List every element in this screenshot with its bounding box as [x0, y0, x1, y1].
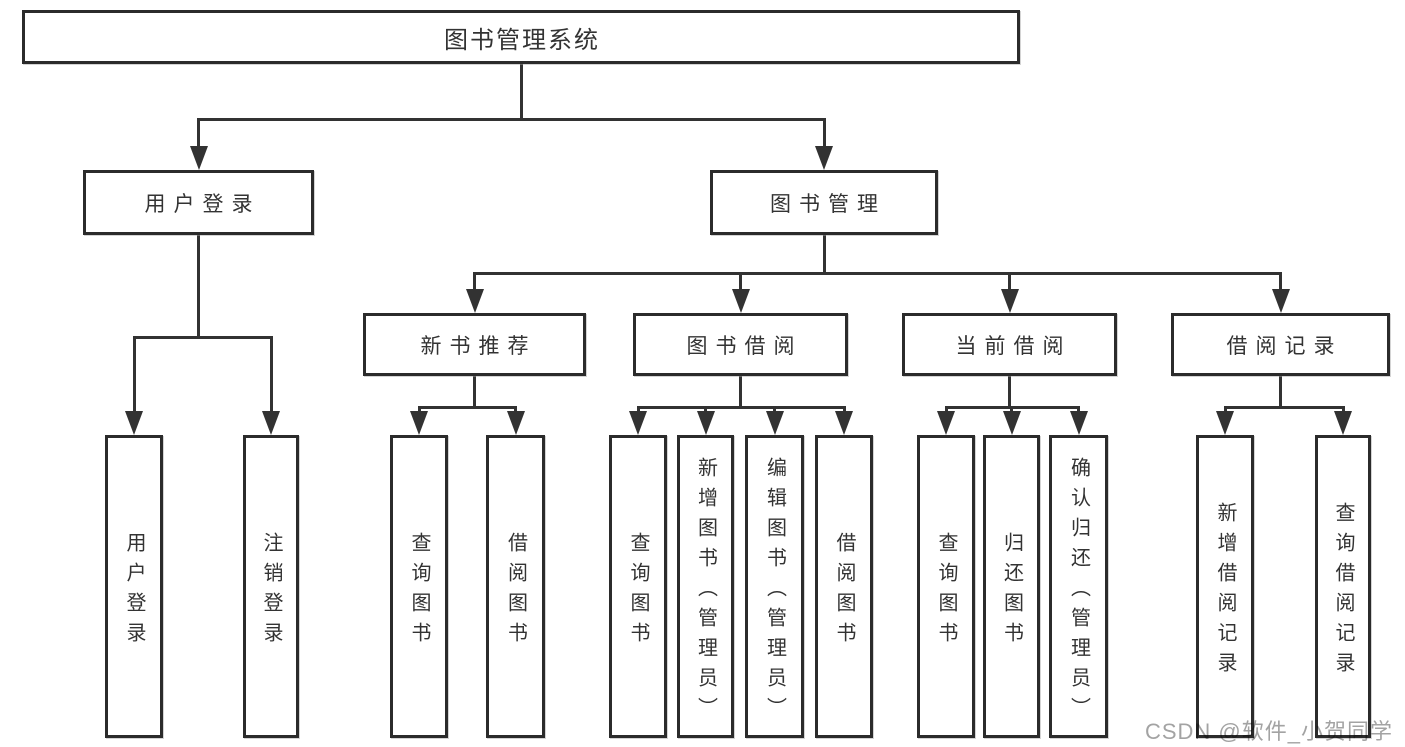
- connector-rail: [473, 272, 1282, 275]
- node-label-leaf-add-book: 新增图书（管理员）: [694, 456, 717, 727]
- node-new-book-rec: 新书推荐: [363, 313, 586, 376]
- connector-rail: [1223, 406, 1345, 409]
- node-label-leaf-query-book-1: 查询图书: [408, 531, 430, 652]
- node-leaf-borrow-book-1: 借阅图书: [486, 435, 545, 738]
- connector-drop: [822, 118, 826, 152]
- node-label-new-book-rec: 新书推荐: [420, 334, 537, 358]
- connector-rail: [197, 118, 826, 121]
- connector-drop: [739, 272, 742, 295]
- arrow-down-icon: [696, 411, 715, 435]
- node-label-user-login: 用户登录: [144, 192, 261, 216]
- node-root: 图书管理系统: [22, 10, 1020, 64]
- node-book-borrow: 图书借阅: [633, 313, 848, 376]
- node-label-leaf-user-login: 用户登录: [123, 531, 145, 652]
- arrow-down-icon: [410, 411, 428, 435]
- connector-rail: [636, 406, 846, 409]
- node-label-leaf-borrow-book-2: 借阅图书: [833, 531, 855, 652]
- csdn-watermark: CSDN @软件_小贺同学: [1144, 719, 1393, 744]
- arrow-down-icon: [1334, 411, 1352, 435]
- node-label-leaf-query-book-2: 查询图书: [627, 531, 649, 652]
- connector-rail: [417, 406, 517, 409]
- node-book-mgmt: 图书管理: [710, 170, 938, 235]
- node-leaf-edit-book: 编辑图书（管理员）: [745, 435, 804, 738]
- connector-stem: [473, 376, 476, 409]
- node-user-login: 用户登录: [83, 170, 314, 235]
- connector-drop: [197, 118, 200, 152]
- node-leaf-query-record: 查询借阅记录: [1315, 435, 1371, 738]
- node-label-leaf-return-book: 归还图书: [1000, 531, 1023, 652]
- connector-stem: [1279, 376, 1282, 409]
- node-label-current-borrow: 当前借阅: [955, 334, 1072, 358]
- node-label-leaf-query-book-3: 查询图书: [935, 531, 957, 652]
- connector-rail: [132, 336, 273, 339]
- arrow-down-icon: [629, 411, 647, 435]
- connector-drop: [132, 336, 136, 417]
- arrow-down-icon: [262, 411, 280, 435]
- node-label-book-borrow: 图书借阅: [686, 334, 803, 358]
- connector-stem: [739, 376, 742, 409]
- arrow-down-icon: [125, 411, 143, 435]
- connector-drop: [1279, 272, 1282, 295]
- arrow-down-icon: [815, 146, 833, 170]
- node-label-leaf-query-record: 查询借阅记录: [1332, 501, 1354, 682]
- node-label-leaf-logout: 注销登录: [260, 531, 282, 652]
- arrow-down-icon: [1216, 411, 1234, 435]
- node-leaf-logout: 注销登录: [243, 435, 299, 738]
- node-leaf-add-book: 新增图书（管理员）: [677, 435, 734, 738]
- node-label-leaf-edit-book: 编辑图书（管理员）: [763, 456, 786, 727]
- node-label-leaf-borrow-book-1: 借阅图书: [504, 531, 527, 652]
- arrow-down-icon: [1000, 289, 1019, 313]
- arrow-down-icon: [1002, 411, 1021, 435]
- arrow-down-icon: [1069, 411, 1088, 435]
- connector-drop: [269, 336, 273, 417]
- connector-stem: [197, 235, 200, 339]
- node-borrow-records: 借阅记录: [1171, 313, 1390, 376]
- node-label-borrow-records: 借阅记录: [1226, 334, 1343, 358]
- connector-stem: [519, 64, 523, 121]
- node-current-borrow: 当前借阅: [902, 313, 1117, 376]
- node-label-leaf-confirm-return: 确认归还（管理员）: [1067, 456, 1090, 727]
- node-leaf-return-book: 归还图书: [983, 435, 1040, 738]
- connector-drop: [473, 272, 476, 295]
- connector-stem: [1008, 376, 1011, 409]
- arrow-down-icon: [506, 411, 525, 435]
- node-leaf-query-book-1: 查询图书: [390, 435, 448, 738]
- node-leaf-confirm-return: 确认归还（管理员）: [1049, 435, 1108, 738]
- node-leaf-query-book-2: 查询图书: [609, 435, 667, 738]
- node-label-book-mgmt: 图书管理: [770, 192, 886, 216]
- arrow-down-icon: [937, 411, 955, 435]
- connector-stem: [822, 235, 826, 275]
- arrow-down-icon: [465, 289, 484, 313]
- arrow-down-icon: [731, 289, 750, 313]
- node-label-leaf-add-record: 新增借阅记录: [1214, 501, 1236, 682]
- arrow-down-icon: [765, 411, 784, 435]
- connector-drop: [1008, 272, 1011, 295]
- node-leaf-borrow-book-2: 借阅图书: [815, 435, 873, 738]
- arrow-down-icon: [1271, 289, 1290, 313]
- node-leaf-query-book-3: 查询图书: [917, 435, 975, 738]
- node-leaf-add-record: 新增借阅记录: [1196, 435, 1254, 738]
- node-label-root: 图书管理系统: [444, 26, 600, 54]
- arrow-down-icon: [835, 411, 853, 435]
- node-leaf-user-login: 用户登录: [105, 435, 163, 738]
- arrow-down-icon: [189, 146, 208, 170]
